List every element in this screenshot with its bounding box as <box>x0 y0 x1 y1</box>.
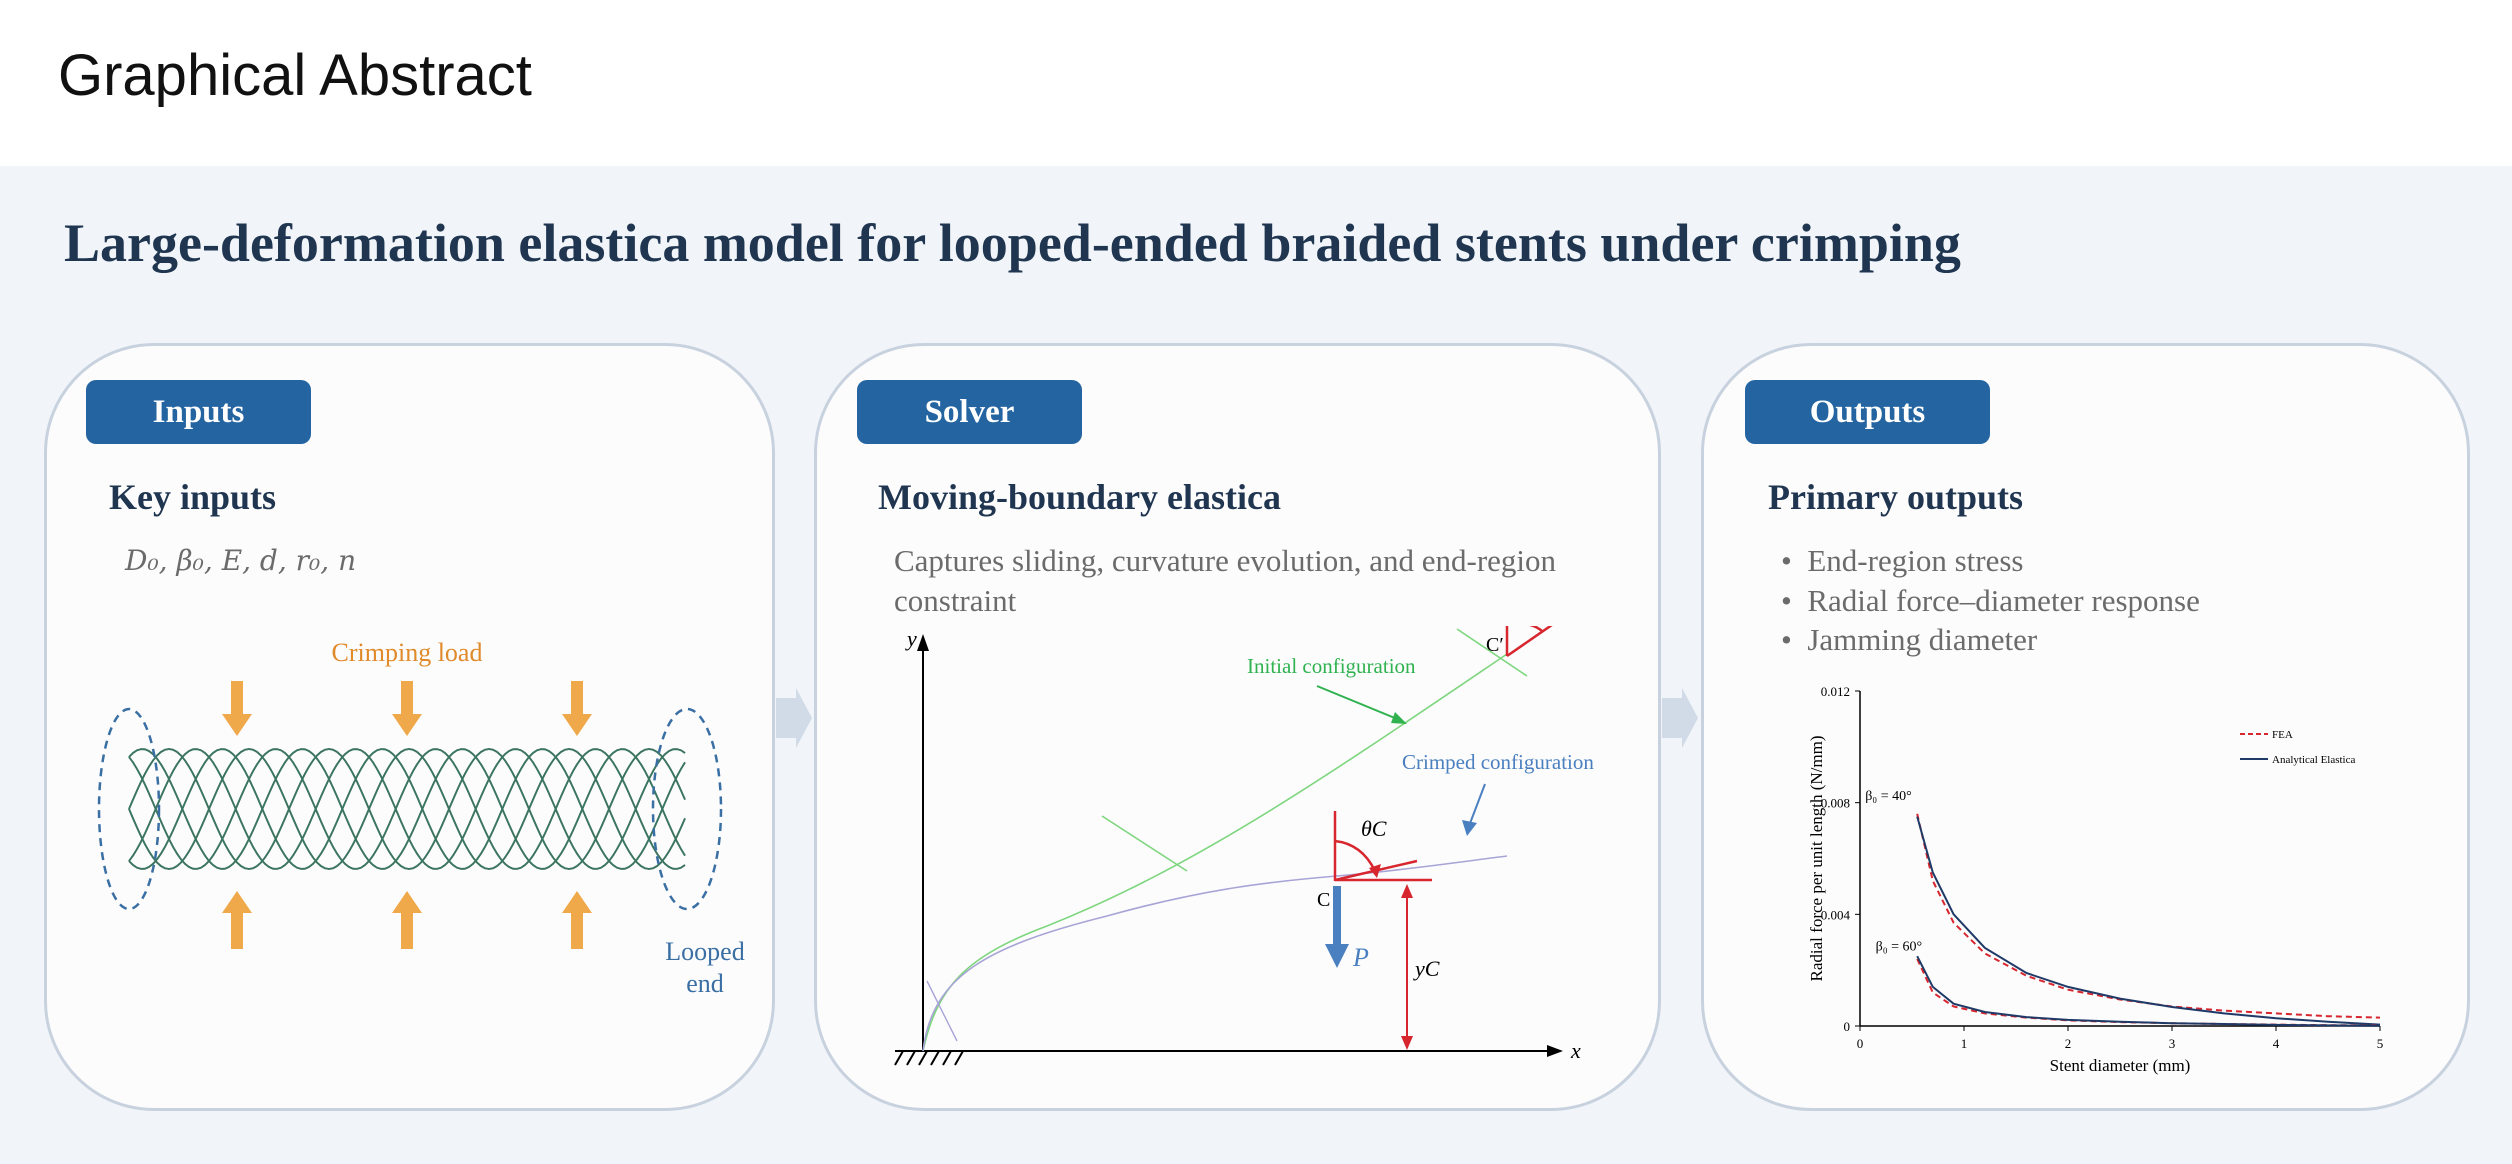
load-arrowhead-bottom <box>562 891 592 913</box>
load-arrow-bottom <box>231 909 243 949</box>
x-tick-label: 5 <box>2377 1036 2384 1051</box>
y-axis-label: y <box>905 626 917 651</box>
load-arrow-bottom <box>571 909 583 949</box>
x-tick-label: 0 <box>1857 1036 1864 1051</box>
header-bar: Graphical Abstract <box>0 0 2512 166</box>
series-line-analytical-elastica <box>1916 955 2381 1027</box>
initial-label-pointer <box>1316 685 1403 722</box>
solver-desc-1: Captures sliding, curvature evolution, a… <box>894 543 1557 578</box>
outputs-panel: Outputs Primary outputs • End-region str… <box>1701 343 2470 1111</box>
bullet-text: End-region stress <box>1807 543 2024 578</box>
initial-configuration-label: Initial configuration <box>1247 654 1416 678</box>
series-line-analytical-elastica <box>1916 816 2381 1026</box>
main-title: Large-deformation elastica model for loo… <box>64 213 1961 273</box>
series-line-fea <box>1916 813 2381 1019</box>
graphical-abstract-title: Graphical Abstract <box>58 43 532 108</box>
outputs-subtitle: Primary outputs <box>1768 477 2023 517</box>
flow-arrow-2 <box>1662 688 1698 748</box>
load-arrowhead-bottom <box>222 891 252 913</box>
load-arrowhead-top <box>392 714 422 736</box>
inputs-params: D₀, β₀, E, d, r₀, n <box>125 544 357 577</box>
initial-pointer-head <box>1391 712 1407 724</box>
braided-stent <box>128 748 686 870</box>
legend-label-analytical: Analytical Elastica <box>2272 754 2355 766</box>
yc-arrow-bottom <box>1401 1036 1413 1050</box>
y-tick-label: 0.012 <box>1821 684 1850 699</box>
beta0-arc <box>1529 626 1544 633</box>
loop-end-right <box>651 707 723 911</box>
bullet-item: • Radial force–diameter response <box>1781 583 2200 618</box>
inputs-panel: Inputs Key inputs D₀, β₀, E, d, r₀, n Cr… <box>44 343 775 1111</box>
crimping-load-arrows <box>222 681 592 949</box>
legend-label-fea: FEA <box>2272 729 2293 741</box>
looped-label-1: Looped <box>665 937 744 966</box>
theta-c-label: θC <box>1361 816 1387 841</box>
load-arrowhead-top <box>222 714 252 736</box>
x-tick-label: 2 <box>2065 1036 2072 1051</box>
load-arrowhead-bottom <box>392 891 422 913</box>
y-axis-arrowhead <box>917 634 929 651</box>
solver-desc-2: constraint <box>894 583 1017 618</box>
looped-label-2: end <box>686 969 724 998</box>
crimped-configuration-label: Crimped configuration <box>1402 750 1594 774</box>
load-arrow-bottom <box>401 909 413 949</box>
braid-wire <box>128 748 686 870</box>
load-arrow-top <box>401 681 413 719</box>
c-prime-label: C′ <box>1486 634 1504 656</box>
solver-subtitle: Moving-boundary elastica <box>878 477 1282 517</box>
bullet-item: • End-region stress <box>1781 543 2024 578</box>
y-tick-label: 0 <box>1844 1019 1851 1034</box>
outputs-badge: Outputs <box>1745 380 1990 444</box>
load-arrowhead-top <box>562 714 592 736</box>
c-prime-tangent <box>1506 626 1553 658</box>
bullet-text: Jamming diameter <box>1807 622 2038 657</box>
braid-wire <box>128 748 686 870</box>
annotation-beta40: β₀ = 40° <box>1865 789 1912 804</box>
braid-wire <box>128 748 686 870</box>
inputs-subtitle: Key inputs <box>109 477 277 517</box>
x-axis-arrowhead <box>1547 1045 1563 1057</box>
loop-end-left <box>97 707 161 911</box>
stent-diagram: Crimping load Looped end <box>97 638 745 998</box>
yc-arrow-top <box>1401 884 1413 898</box>
load-arrow-top <box>571 681 583 719</box>
x-axis-label: x <box>1570 1038 1581 1063</box>
flow-arrow-1 <box>776 688 812 748</box>
load-p-head <box>1325 944 1349 968</box>
yc-label: yC <box>1413 956 1440 981</box>
crimped-configuration-curve <box>922 855 1508 1052</box>
crimped-pointer-head <box>1462 820 1477 836</box>
ground-hatch <box>894 1050 964 1066</box>
x-tick-label: 1 <box>1961 1036 1968 1051</box>
solver-panel: Solver Moving-boundary elastica Captures… <box>814 343 1661 1111</box>
initial-normal-end <box>1456 628 1528 677</box>
solver-badge: Solver <box>857 380 1082 444</box>
crimped-normal <box>926 980 958 1042</box>
inputs-badge: Inputs <box>86 380 311 444</box>
x-tick-label: 4 <box>2273 1036 2280 1051</box>
braid-wire <box>128 748 686 870</box>
crimping-load-label: Crimping load <box>332 638 483 667</box>
x-tick-label: 3 <box>2169 1036 2176 1051</box>
chart-y-label: Radial force per unit length (N/mm) <box>1807 736 1826 982</box>
y-tick-label: 0.008 <box>1821 796 1850 811</box>
braid-wire <box>128 748 686 870</box>
load-arrow-top <box>231 681 243 719</box>
bullet-item: • Jamming diameter <box>1781 622 2038 657</box>
c-label: C <box>1317 889 1330 911</box>
bullet-text: Radial force–diameter response <box>1807 583 2200 618</box>
initial-normal-mid <box>1101 815 1188 872</box>
initial-configuration-curve <box>922 653 1508 1052</box>
crimped-label-pointer <box>1468 783 1486 827</box>
annotation-beta60: β₀ = 60° <box>1876 940 1923 955</box>
y-tick-label: 0.004 <box>1821 907 1851 922</box>
theta-c-arc <box>1334 839 1377 872</box>
elastica-diagram: y x Initial configuration Crimped config… <box>894 626 1594 1066</box>
p-label: P <box>1352 943 1369 972</box>
chart-x-label: Stent diameter (mm) <box>2050 1056 2191 1075</box>
braid-wire <box>128 748 686 870</box>
theta-c-arrowhead <box>1369 864 1381 878</box>
